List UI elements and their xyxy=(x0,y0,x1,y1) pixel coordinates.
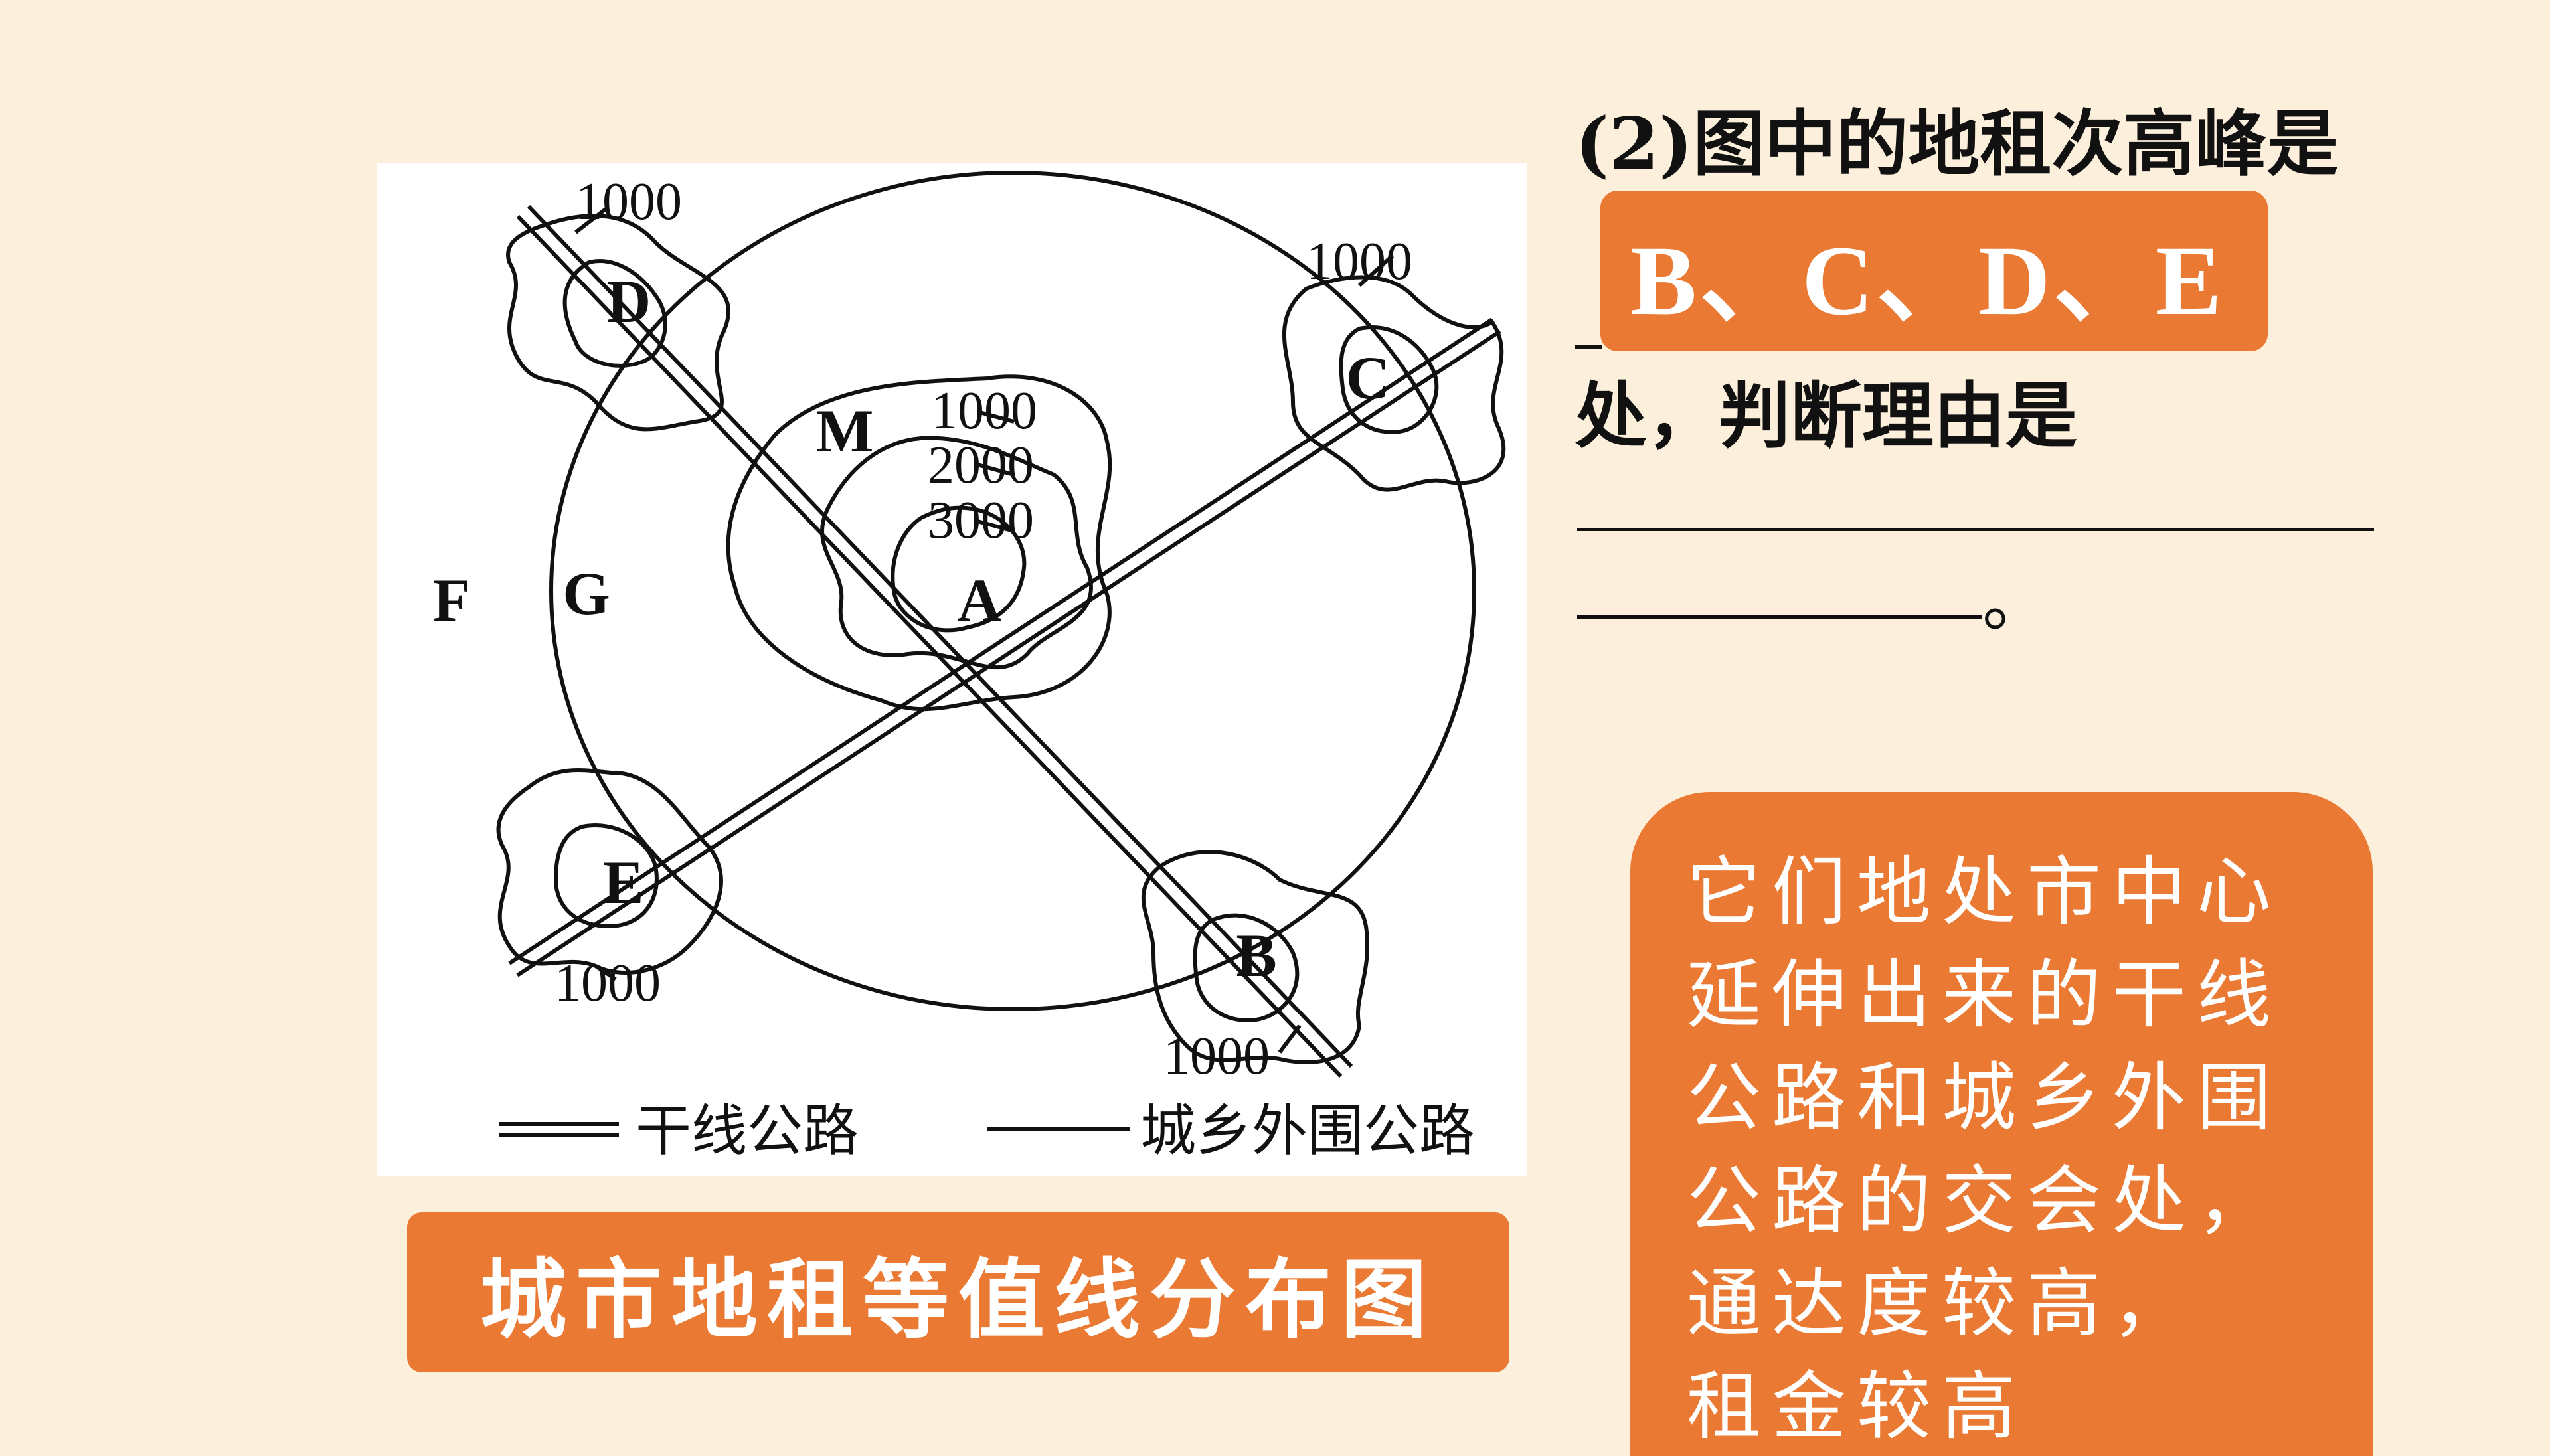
contour-label-1000: 1000 xyxy=(931,382,1037,440)
question-line-1: (2)图中的地租次高峰是 xyxy=(1575,102,2339,186)
answer-box-reason: 它们地处市中心 延伸出来的干线 公路和城乡外围 公路的交会处， 通达度较高， 租… xyxy=(1630,792,2373,1456)
reason-blank-1 xyxy=(1577,528,2374,531)
reason-blank-2 xyxy=(1577,615,1982,619)
label-a: A xyxy=(958,566,1001,634)
contour-label-c: 1000 xyxy=(1306,232,1412,291)
rent-contour-map: D C A M F G E B 1000 1000 1000 2000 3000… xyxy=(433,171,1506,1163)
contour-label-3000: 3000 xyxy=(928,491,1034,550)
label-c: C xyxy=(1346,344,1390,412)
label-b: B xyxy=(1236,922,1276,989)
contour-d-inner xyxy=(562,259,667,368)
label-g: G xyxy=(562,560,610,627)
contour-e-outer xyxy=(496,768,723,975)
contour-center-2000 xyxy=(820,436,1093,670)
reason-line: 通达度较高， xyxy=(1687,1261,2197,1347)
answer-blank-1 xyxy=(1575,345,1602,349)
contour-center-3000 xyxy=(891,505,1027,633)
question-line-2: 处，判断理由是 xyxy=(1575,374,2078,458)
figure-caption: 城市地租等值线分布图 xyxy=(479,1249,1436,1350)
label-f: F xyxy=(433,566,470,634)
answer-locations: B、C、D、E xyxy=(1630,225,2225,336)
contour-label-d: 1000 xyxy=(576,173,682,231)
contour-label-b: 1000 xyxy=(1163,1027,1270,1086)
reason-line: 公路的交会处， xyxy=(1687,1158,2282,1244)
question-period: 。 xyxy=(1982,563,2049,641)
contour-b-outer xyxy=(1141,850,1370,1064)
legend-trunk-road-label: 干线公路 xyxy=(636,1098,859,1163)
ring-road xyxy=(549,171,1476,1011)
contour-center-1000 xyxy=(726,374,1112,712)
label-d: D xyxy=(607,268,651,335)
label-e: E xyxy=(603,849,643,916)
reason-line: 延伸出来的干线 xyxy=(1687,952,2282,1038)
label-m: M xyxy=(816,397,874,465)
contour-b-inner xyxy=(1193,913,1300,1022)
rent-contour-figure: D C A M F G E B 1000 1000 1000 2000 3000… xyxy=(377,163,1527,1176)
contour-c-inner xyxy=(1339,325,1439,434)
contour-d-outer xyxy=(506,214,730,432)
contour-label-e: 1000 xyxy=(554,954,661,1012)
contour-c-outer xyxy=(1282,275,1506,492)
trunk-road-nw-se xyxy=(516,204,1353,1078)
reason-line: 租金较高 xyxy=(1687,1364,2027,1450)
legend-trunk-road-symbol xyxy=(499,1122,619,1137)
trunk-road-ne-sw xyxy=(508,317,1501,977)
answer-box-locations: B、C、D、E xyxy=(1600,191,2268,351)
figure-caption-box: 城市地租等值线分布图 xyxy=(407,1212,1509,1372)
contour-label-2000: 2000 xyxy=(928,436,1034,495)
reason-line: 公路和城乡外围 xyxy=(1687,1055,2282,1141)
reason-line: 它们地处市中心 xyxy=(1687,849,2282,935)
contour-e-inner xyxy=(553,823,659,929)
legend-ring-road-label: 城乡外围公路 xyxy=(1140,1098,1475,1163)
